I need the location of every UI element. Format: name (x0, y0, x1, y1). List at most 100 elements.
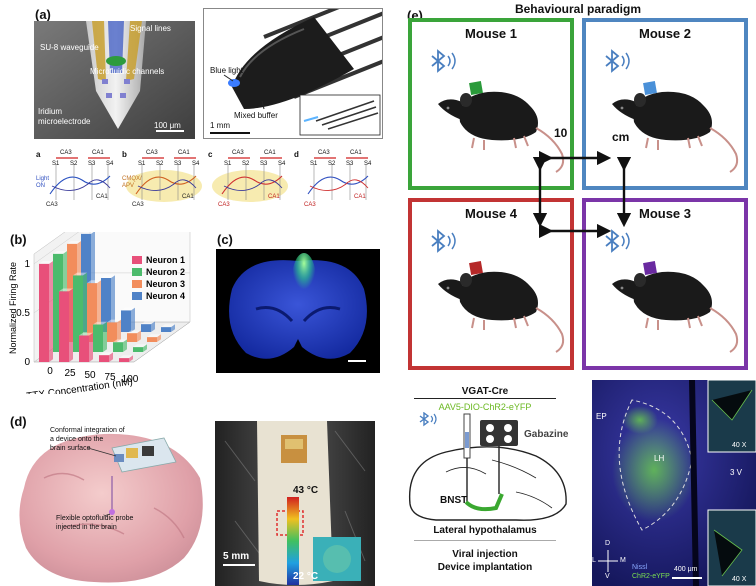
x-tick-label: 100 (122, 374, 139, 385)
bar (121, 307, 135, 332)
bar (141, 321, 155, 332)
compass-d: D (605, 540, 611, 547)
probe-photo: Blue light Mixed buffer 1 mm (203, 8, 383, 139)
head-device (469, 261, 483, 275)
label-iridium: Iridium (38, 107, 63, 116)
strain-label: VGAT-Cre (461, 386, 509, 397)
schematic-side-label: CMQX/ (122, 176, 142, 182)
schematic-bottom-label: CA3 (218, 202, 230, 208)
schematic-bottom-label: CA1 (96, 194, 108, 200)
arrows-layer (532, 150, 632, 239)
temp-high-label: 43 °C (293, 485, 319, 496)
bluetooth-icon-schematic (419, 412, 437, 427)
bar (39, 261, 53, 362)
mouse-figure (612, 261, 739, 353)
schematic-side-label: Light (36, 176, 50, 182)
sem-image: Signal lines SU-8 waveguide Microfluidic… (34, 21, 195, 139)
bar (59, 288, 73, 362)
label-microelectrode: microelectrode (38, 117, 91, 126)
coronal-section (229, 260, 367, 359)
legend-chr2: ChR2-eYFP (632, 573, 670, 580)
panel-label-c: (c) (217, 232, 233, 247)
legend-swatch (132, 292, 142, 300)
label-blue-light: Blue light (210, 66, 243, 75)
schematic-id: c (208, 150, 213, 159)
schematic-id: d (294, 150, 299, 159)
fluorescence-spot (292, 253, 316, 305)
mouse-title: Mouse 4 (464, 206, 517, 221)
mouse-box-1: Mouse 1 (408, 18, 574, 190)
schematic-head-label: CA3 (232, 150, 244, 156)
schematic-head-label: CA1 (350, 150, 362, 156)
legend-swatch (132, 256, 142, 264)
bar (161, 324, 175, 332)
x-tick-label: 25 (64, 368, 76, 379)
legend-swatch (132, 268, 142, 276)
distance-unit: cm (612, 130, 630, 144)
waveguide-tip (106, 56, 126, 66)
inset-bottom-label: 40 X (732, 576, 747, 583)
histology-scalebar-label: 400 μm (674, 566, 698, 573)
schematic-site-label: S3 (88, 161, 96, 167)
compass-v: V (605, 573, 610, 580)
head-device (469, 81, 483, 95)
viral-injection-schematic: VGAT-Cre AAV5-DIO-ChR2-eYFP Gabazine BNS… (396, 378, 574, 578)
label-microfluidic: Microfluidic channels (90, 67, 165, 76)
label-signal-lines: Signal lines (130, 24, 171, 33)
legend-label: Neuron 2 (146, 267, 185, 277)
drug-label: Gabazine (524, 429, 569, 440)
x-tick-label: 50 (84, 370, 96, 381)
schematic-bottom-label: CA3 (304, 202, 316, 208)
compass-l: L (592, 557, 596, 564)
sem-scalebar-label: 100 μm (154, 121, 181, 130)
schematic-site-label: S1 (310, 161, 318, 167)
y-axis-label: Normalized Firing Rate (8, 262, 18, 354)
schematic-head-label: CA1 (178, 150, 190, 156)
region-lh: LH (654, 454, 665, 463)
schematic-site-label: S4 (278, 161, 286, 167)
bar (113, 339, 127, 352)
brain-section-image (216, 249, 380, 373)
brain-shape (19, 433, 203, 583)
mouse-title: Mouse 1 (464, 26, 517, 41)
bluetooth-icon (431, 229, 456, 253)
y-tick-label: 0.5 (16, 308, 30, 319)
label-mixed-buffer: Mixed buffer (234, 111, 278, 120)
schematic-site-label: S2 (328, 161, 336, 167)
bar (107, 319, 121, 342)
schematic-bottom-label: CA3 (46, 202, 58, 208)
schematic-site-label: S3 (260, 161, 268, 167)
mouse-box-3: Mouse 4 (408, 198, 574, 370)
bar (99, 352, 113, 362)
schematic-site-label: S2 (156, 161, 164, 167)
x-axis-label: TTX Concentration (nM) (26, 377, 134, 394)
bnst-projection (464, 493, 504, 512)
lh-boundary (618, 399, 693, 531)
probe-dark-body (232, 17, 354, 109)
gabazine-device (480, 420, 518, 446)
region-ep: EP (596, 412, 607, 421)
photo-scalebar-label: 1 mm (210, 121, 230, 130)
x-tick-label: 0 (47, 366, 53, 377)
histology-image: EP LH 3 V 40 X 40 X D L M V Nissl ChR2-e… (592, 380, 756, 586)
schematic-bottom-label: CA1 (268, 194, 280, 200)
bar (79, 332, 93, 362)
lh-signal (612, 418, 696, 522)
mouse-title: Mouse 3 (638, 206, 691, 221)
compass-m: M (620, 557, 626, 564)
region-label: BNST (440, 495, 468, 506)
bar (119, 355, 133, 362)
label-waveguide: SU-8 waveguide (40, 43, 99, 52)
y-tick-label: 0 (24, 357, 30, 368)
schematic-site-label: S4 (106, 161, 114, 167)
schematic-head-label: CA3 (146, 150, 158, 156)
schematic-site-label: S1 (52, 161, 60, 167)
schematic-site-label: S3 (346, 161, 354, 167)
schematic-site-label: S2 (70, 161, 78, 167)
schematic-site-label: S1 (224, 161, 232, 167)
